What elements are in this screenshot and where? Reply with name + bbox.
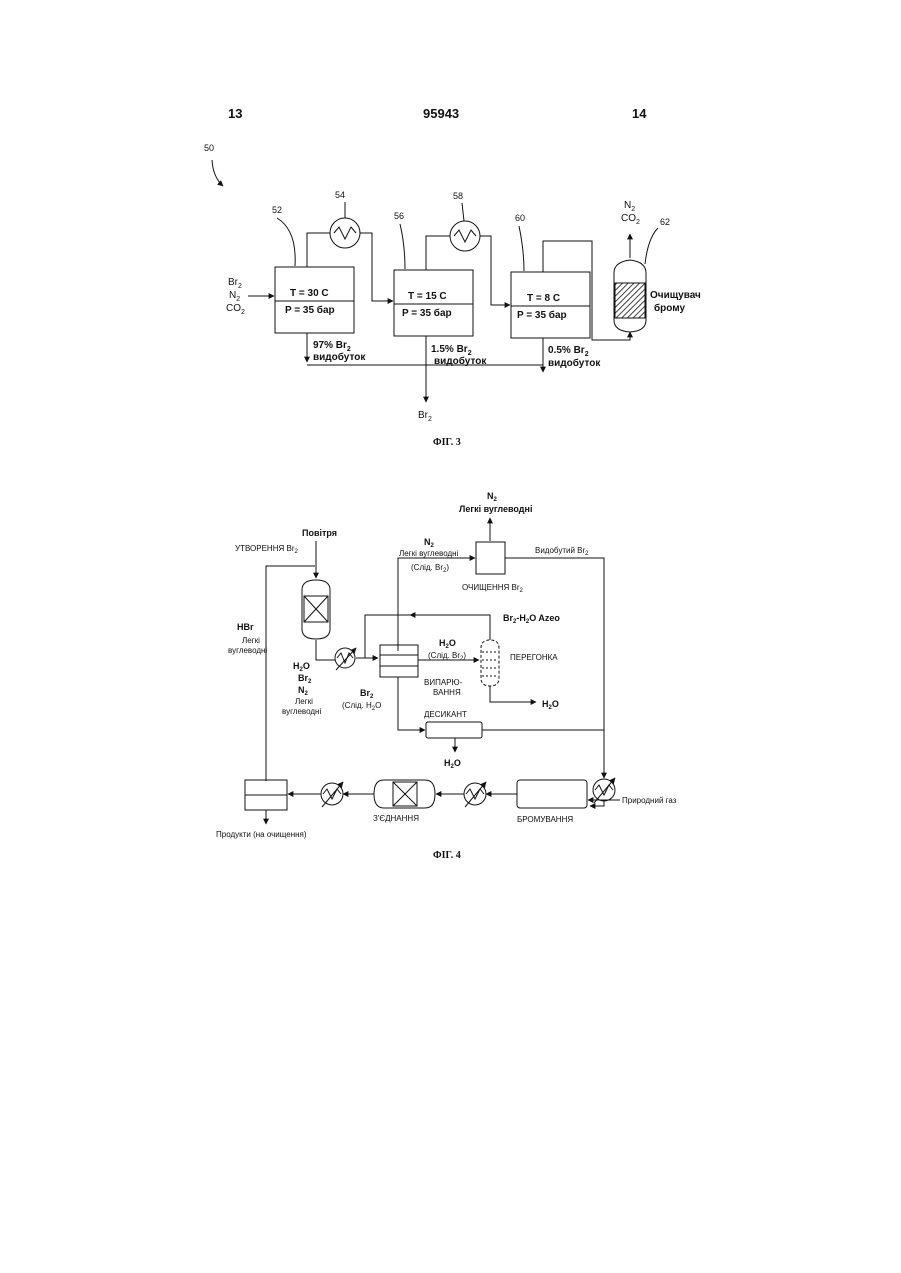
fig3-ref-arrow: [212, 160, 223, 186]
fig4-des-out-h2o: H2O: [444, 758, 461, 770]
fig3-vessel-1: [275, 267, 354, 333]
fig3-vessel-3-temp: T = 8 C: [527, 293, 560, 304]
fig4-evaporation-2: ВАННЯ: [433, 688, 461, 697]
fig4-purif-in-n2: N2: [424, 537, 435, 549]
fig4-purification-label: ОЧИЩЕННЯ Br2: [462, 583, 524, 594]
fig3-ref-60: 60: [515, 213, 525, 223]
fig4-evaporator: [380, 645, 418, 677]
fig3-ref-54: 54: [335, 190, 345, 200]
fig4-evap-bottom-br2: Br2: [360, 688, 374, 700]
fig4-evap-bottom-trace: (Слід. H2O: [342, 701, 381, 712]
fig4-out-hc: вуглеводні: [282, 707, 321, 716]
fig4-natural-gas: Природний газ: [622, 796, 677, 805]
fig4-evaporation-1: ВИПАРЮ-: [424, 678, 463, 687]
fig3-vessel-1-pressure: P = 35 бар: [285, 304, 335, 316]
fig4-out-br2: Br2: [298, 673, 312, 685]
fig4-caption: ФІГ. 4: [433, 850, 461, 861]
fig3-vessel-2-temp: T = 15 C: [408, 291, 447, 302]
fig3-vessel-3-recovery: 0.5% Br2: [548, 345, 589, 358]
fig4-products: Продукти (на очищення): [216, 830, 307, 839]
fig4-to-dist-h2o: H2O: [439, 638, 456, 650]
fig4-azeo: Br2-H2O Azeo: [503, 613, 560, 625]
fig3-vessel-3-pressure: P = 35 бар: [517, 309, 567, 321]
fig4-hbr-light: Легкі: [242, 636, 260, 645]
fig4-distillation-column: [481, 640, 499, 686]
fig4-top-n2: N2: [487, 491, 498, 503]
fig4-formation-label: УТВОРЕННЯ Br2: [235, 544, 299, 555]
fig3-inlet-n: N2: [229, 290, 240, 303]
fig4-coupling-label: З'ЄДНАННЯ: [373, 814, 419, 823]
fig3-vessel-2: [394, 270, 473, 336]
fig3: 50 Br2 N2 CO2 T = 30 C P = 35 бар 52 97%…: [204, 143, 701, 448]
fig4: N2 Легкі вуглеводні ОЧИЩЕННЯ Br2 Видобут…: [216, 491, 677, 861]
fig4-purification-unit: [476, 542, 505, 574]
fig3-scrubber-label-2: брому: [654, 302, 686, 314]
fig3-vessel-1-recovery-word: видобуток: [313, 351, 366, 363]
fig4-distillation-label: ПЕРЕГОНКА: [510, 653, 558, 662]
fig3-vessel-3-recovery-word: видобуток: [548, 357, 601, 369]
fig4-purif-in-light-hc: Легкі вуглеводні: [399, 549, 459, 558]
fig3-vessel-2-pressure: P = 35 бар: [402, 307, 452, 319]
fig4-out-light: Легкі: [295, 697, 313, 706]
fig3-ref-56: 56: [394, 211, 404, 221]
fig4-cooler-1: [335, 648, 355, 668]
fig3-inlet-br: Br2: [228, 277, 242, 290]
fig3-ref-52: 52: [272, 205, 282, 215]
fig3-ref-58: 58: [453, 191, 463, 201]
fig4-out-n2: N2: [298, 685, 309, 697]
fig3-vessel-3: [511, 272, 590, 338]
fig4-desiccant-label: ДЕСИКАНТ: [424, 710, 467, 719]
fig3-ref-main: 50: [204, 143, 214, 153]
fig3-inlet-co: CO2: [226, 303, 245, 316]
fig4-purif-in-trace: (Слід. Br2): [411, 563, 449, 574]
fig4-out-h2o: H2O: [293, 661, 310, 673]
fig3-caption: ФІГ. 3: [433, 437, 461, 448]
fig4-top-light-hc: Легкі вуглеводні: [459, 504, 532, 514]
fig4-hbr: HBr: [237, 622, 254, 632]
fig3-scrubber-label-1: Очищувач: [650, 290, 701, 301]
fig4-bromination-label: БРОМУВАННЯ: [517, 815, 573, 824]
fig4-bromination-reactor: [517, 780, 587, 808]
fig4-dist-out-h2o: H2O: [542, 699, 559, 711]
fig4-hbr-hc: вуглеводні: [228, 646, 267, 655]
fig3-out-n2: N2: [624, 200, 635, 213]
fig3-vessel-1-temp: T = 30 C: [290, 288, 329, 299]
fig3-out-br2: Br2: [418, 410, 432, 423]
fig4-air: Повітря: [302, 528, 337, 538]
fig3-out-co2: CO2: [621, 213, 640, 226]
fig4-recovered-br2: Видобутий Br2: [535, 546, 589, 557]
fig4-desiccant-unit: [426, 722, 482, 738]
fig3-ref-62: 62: [660, 217, 670, 227]
